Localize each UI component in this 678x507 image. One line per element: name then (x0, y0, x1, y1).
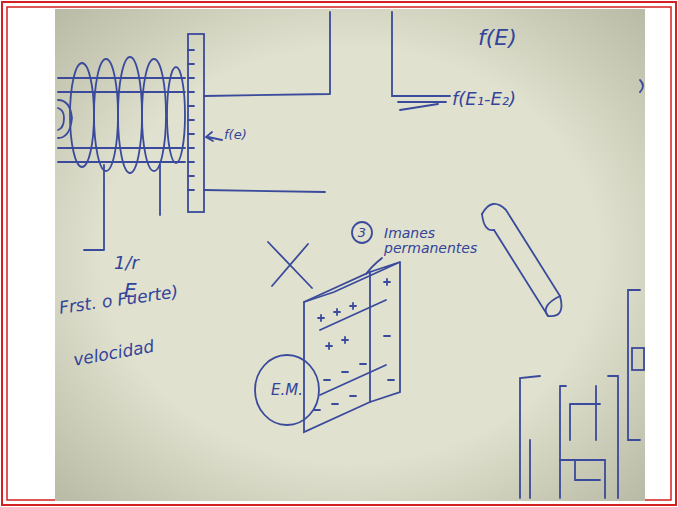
ratio-label: 1/r (114, 254, 139, 273)
function-label: f(E₁-E₂) (452, 90, 516, 109)
node-text: E.M. (271, 381, 303, 399)
part-label: Imanes permanentes (384, 226, 474, 255)
circled-number: 3 (351, 221, 373, 244)
function-label: f(E) (478, 26, 517, 49)
function-label: f(e) (224, 128, 247, 142)
circled-label: E.M. (254, 354, 320, 426)
node-text: 3 (358, 225, 366, 240)
